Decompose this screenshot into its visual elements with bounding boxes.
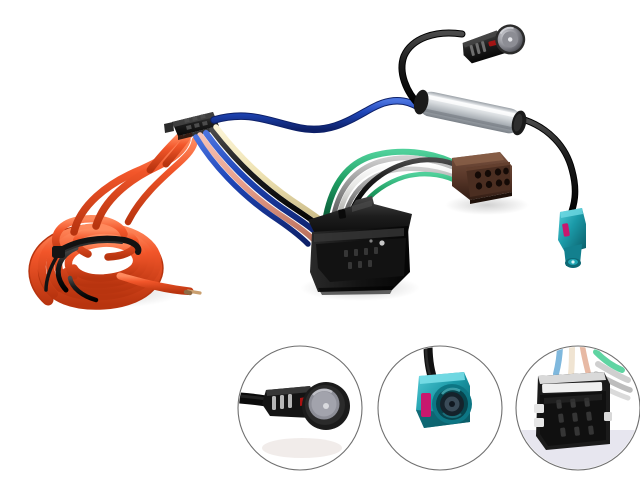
fakra-key-stripe [562, 223, 570, 237]
inset-din-plug [237, 345, 363, 471]
zip-tie [44, 235, 142, 292]
fakra-connector [558, 208, 586, 268]
wire-coax-to-fakra [522, 117, 578, 219]
black-wire-in-coil [55, 245, 99, 303]
amplifier-highlight [426, 95, 517, 118]
wire-blue-main [211, 98, 423, 133]
phantom-power-amplifier [413, 89, 527, 136]
inset-din-plug-outline [237, 345, 363, 471]
inset-quadlock-outline [515, 345, 640, 471]
quadlock-connector [308, 196, 412, 295]
small-black-connector [164, 112, 219, 140]
shadow-brown-connector [445, 195, 529, 215]
detail-insets [237, 345, 640, 471]
inset-fakra-plug-outline [377, 345, 503, 471]
zip-tie-tail [44, 256, 58, 292]
wire-insulation-end [183, 289, 193, 296]
wire-bundle-right [323, 148, 457, 219]
amplifier-end-cap-left [413, 89, 429, 115]
inset-fakra-plug [377, 345, 503, 471]
fakra-key-stripe-inset [421, 393, 431, 417]
zip-tie-head [52, 246, 65, 258]
din-antenna-plug [462, 24, 526, 64]
wire-coax-to-din [399, 30, 465, 109]
harness-assembly [28, 24, 586, 310]
brown-iso-connector [452, 152, 512, 204]
